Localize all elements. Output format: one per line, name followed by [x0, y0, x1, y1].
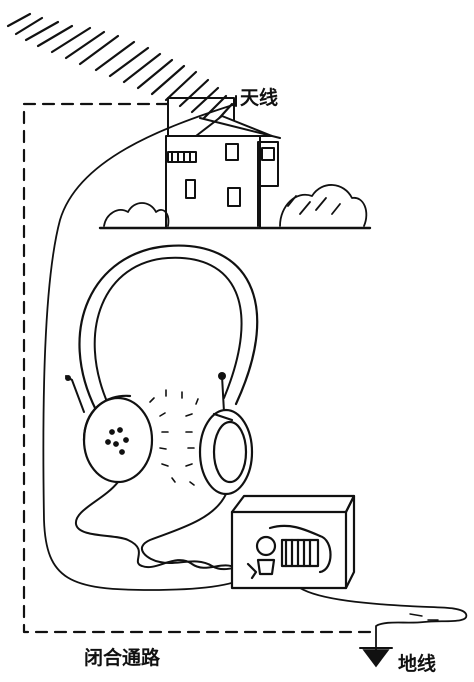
ground-symbol-icon: [364, 650, 388, 666]
ground-wire: [300, 588, 466, 650]
radio-waves: [8, 14, 232, 124]
crystal-radio-box: [232, 496, 354, 588]
left-earpiece: [84, 396, 152, 482]
ground-label: 地线: [398, 652, 436, 675]
house: [166, 96, 280, 228]
headphone-cord-right: [142, 494, 246, 569]
headphone-cord-left: [76, 482, 236, 568]
antenna-label: 天线: [240, 86, 278, 109]
headphone-headband: [79, 246, 257, 410]
headphones: [65, 246, 257, 494]
sound-lines: [150, 390, 198, 485]
closed-circuit-label: 闭合通路: [84, 646, 161, 669]
right-earpiece: [200, 410, 252, 494]
